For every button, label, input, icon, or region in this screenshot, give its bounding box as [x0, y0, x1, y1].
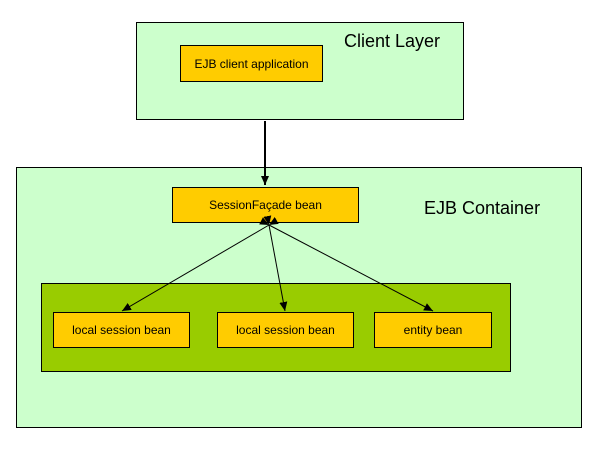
ejb-client-application-box: EJB client application — [180, 45, 323, 82]
ejb-container-title: EJB Container — [424, 198, 541, 218]
facade-local-session-bean-2-arrow — [263, 215, 288, 312]
client-layer-title: Client Layer — [344, 31, 441, 51]
entity-bean-box: entity bean — [374, 312, 492, 348]
facade-entity-bean-arrow — [259, 217, 434, 312]
facade-local-session-bean-1-arrow — [121, 217, 279, 312]
local-session-bean-box-2: local session bean — [217, 312, 354, 348]
local-session-bean-box-1: local session bean — [53, 312, 190, 348]
